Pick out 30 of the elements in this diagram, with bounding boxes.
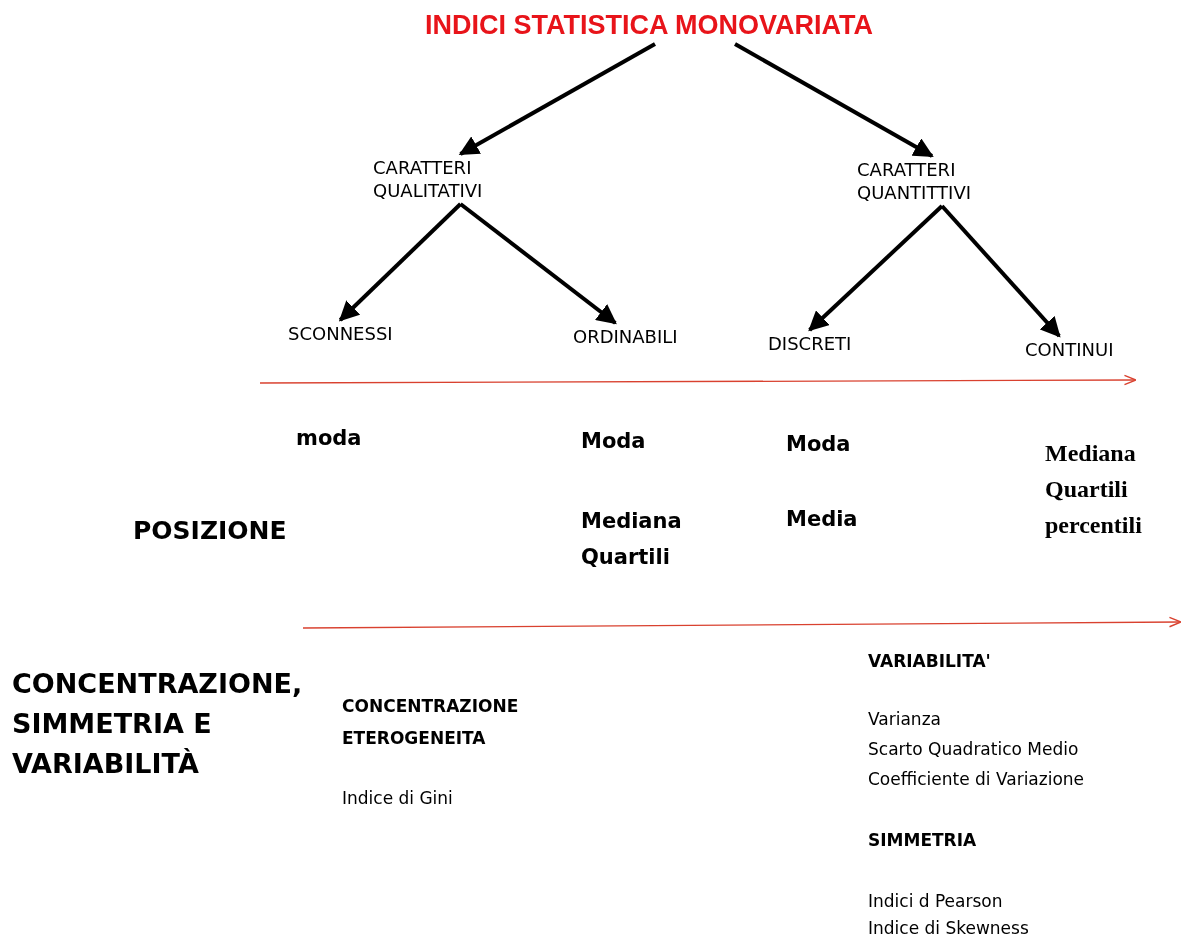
row-heading: CONCENTRAZIONE, SIMMETRIA E VARIABILITÀ (12, 667, 304, 781)
row-heading: POSIZIONE (133, 515, 287, 546)
section-heading: SIMMETRIA (868, 830, 977, 851)
measure-label: moda (296, 425, 362, 451)
list-item: Coefficiente di Variazione (868, 769, 1085, 790)
arrow (459, 202, 617, 325)
category-label: SCONNESSI (288, 322, 393, 345)
list-item: Varianza (868, 709, 941, 730)
arrow (458, 42, 656, 156)
arrow (338, 202, 462, 322)
list-item: Scarto Quadratico Medio (868, 739, 1079, 760)
arrow (734, 42, 934, 158)
list-item: Indici d Pearson (868, 891, 1003, 912)
category-label: CARATTERI QUALITATIVI (373, 156, 548, 202)
list-item: Indice di Gini (342, 788, 453, 809)
title-text: INDICI STATISTICA MONOVARIATA (425, 8, 965, 42)
category-label: ORDINABILI (573, 325, 678, 348)
section-heading: CONCENTRAZIONE ETEROGENEITA (342, 695, 520, 750)
measure-label: Mediana Quartili (581, 508, 683, 571)
list-item: Indice di Skewness (868, 918, 1029, 939)
measure-label: Moda (786, 431, 851, 457)
arrow (940, 204, 1061, 338)
section-heading: VARIABILITA' (868, 651, 991, 672)
measure-label: Mediana Quartili percentili (1045, 439, 1143, 540)
category-label: CARATTERI QUANTITTIVI (857, 158, 1027, 204)
arrow (808, 204, 944, 332)
category-label: DISCRETI (768, 332, 852, 355)
measure-label: Moda (581, 428, 646, 454)
category-label: CONTINUI (1025, 338, 1114, 361)
measure-label: Media (786, 506, 858, 532)
